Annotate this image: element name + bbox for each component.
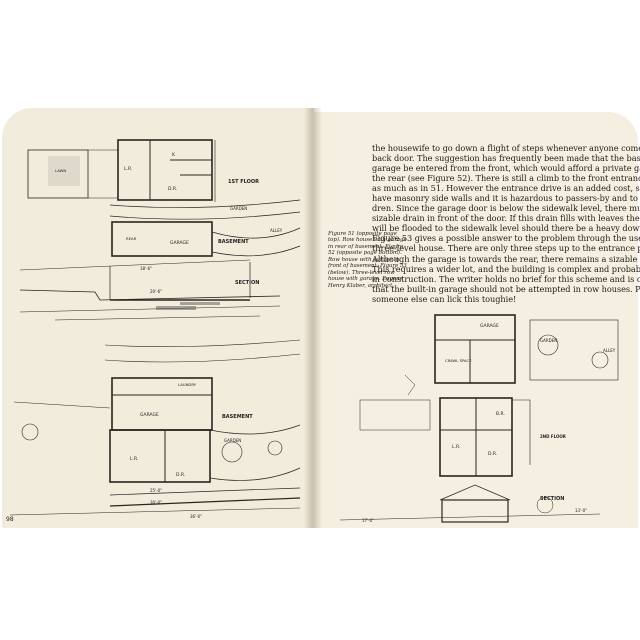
caption-line: in rear of basement. Figure — [328, 243, 404, 250]
dim-4: 30'-0" — [150, 500, 162, 505]
body-text-line: garage be entered from the front, which … — [372, 163, 640, 174]
label-garden-fig53: GARDEN — [540, 338, 557, 343]
label-garage-fig53: GARAGE — [480, 323, 499, 329]
dim-7: 13'-0" — [575, 508, 587, 513]
body-text-column: the housewife to go down a flight of ste… — [372, 143, 640, 304]
page-number: 98 — [6, 516, 14, 523]
body-text-line: dren. Since the garage door is below the… — [372, 203, 640, 214]
body-text-line: have masonry side walls and it is hazard… — [372, 193, 640, 204]
label-rear: REAR — [126, 236, 137, 241]
body-text-line: Figure 53 gives a possible answer to the… — [372, 233, 640, 244]
fig51-basement-plan — [111, 221, 301, 257]
caption-line: house with garage. Eugene — [328, 276, 403, 283]
dim-6: 17'-0" — [362, 518, 374, 523]
caption-line: Row house with garage in — [328, 256, 400, 263]
label-laundry: LAUNDRY — [178, 382, 197, 387]
caption-line: top). Row house with garage — [328, 237, 407, 244]
caption-line: (below). Three-level row — [328, 269, 395, 276]
label-lr-fig52: L.R. — [130, 456, 138, 462]
fig53-basement-plan — [434, 314, 619, 384]
caption-line: Henry Klaber, architect. — [328, 282, 394, 289]
label-garage-fig51: GARAGE — [170, 240, 189, 246]
body-text-line: in construction. The writer holds no bri… — [372, 273, 640, 284]
body-text-line: someone else can lick this toughie! — [372, 293, 517, 304]
caption-line: Figure 51 (opposite page — [328, 231, 397, 237]
label-k-fig51: K — [172, 152, 176, 158]
body-text-line: Although the garage is towards the rear,… — [372, 253, 640, 264]
fig53-section — [339, 484, 601, 523]
label-lawn: LAWN — [55, 168, 66, 173]
body-text-line: the rear (see Figure 52). There is still… — [372, 173, 640, 184]
dim-5: 36'-0" — [190, 514, 202, 519]
label-garage-fig52: GARAGE — [140, 412, 159, 418]
fig52-first-floor-plan — [21, 423, 301, 483]
label-garden-fig52: GARDEN — [224, 438, 241, 443]
book-gutter — [304, 108, 322, 528]
body-text-line: sizable drain in front of the door. If t… — [372, 213, 640, 224]
body-text-line: This requires a wider lot, and the build… — [372, 263, 640, 274]
label-section-fig51: SECTION — [235, 280, 259, 286]
label-section-fig53: SECTION — [540, 496, 564, 502]
body-text-line: that the built-in garage should not be a… — [372, 283, 640, 294]
label-alley-fig53: ALLEY — [603, 348, 616, 353]
label-lr-fig51: L.R. — [124, 166, 132, 172]
label-dr-fig51: D.R. — [168, 186, 177, 192]
body-text-line: back door. The suggestion has frequently… — [372, 153, 640, 164]
dim-1: 18'-6" — [140, 266, 152, 271]
label-basement-fig52: BASEMENT — [222, 414, 253, 420]
label-basement-fig51: BASEMENT — [218, 239, 249, 245]
body-text-line: as much as in 51. However the entrance d… — [372, 183, 640, 194]
dim-2: 20'-6" — [150, 289, 162, 294]
fig53-second-floor-plan — [359, 374, 531, 477]
label-first-floor: 1ST FLOOR — [228, 179, 259, 185]
label-garden-fig51: GARDEN — [230, 206, 247, 211]
fig51-first-floor-plan — [27, 139, 216, 202]
body-text-line: the housewife to go down a flight of ste… — [372, 143, 640, 153]
fig52-section — [9, 487, 301, 516]
fig51-section — [19, 259, 281, 321]
label-second-floor: 2ND FLOOR — [540, 434, 566, 439]
dim-3: 25'-0" — [150, 488, 162, 493]
caption-line: front of basement. Figure 53 — [328, 263, 407, 270]
label-alley-fig51: ALLEY — [270, 228, 283, 233]
body-text-line: will be flooded to the sidewalk level sh… — [372, 223, 640, 234]
caption-line: 52 (opposite page bottom). — [328, 250, 402, 257]
label-br-fig53: B.R. — [496, 411, 505, 417]
body-text-line: three-level house. There are only three … — [372, 243, 640, 254]
label-lr-fig53: L.R. — [452, 444, 460, 450]
label-dr-fig53: D.R. — [488, 451, 497, 457]
figure-caption: Figure 51 (opposite page top). Row house… — [328, 231, 407, 289]
label-crawl-space: CRAWL SPACE — [445, 358, 472, 363]
label-dr-fig52: D.R. — [176, 472, 185, 478]
